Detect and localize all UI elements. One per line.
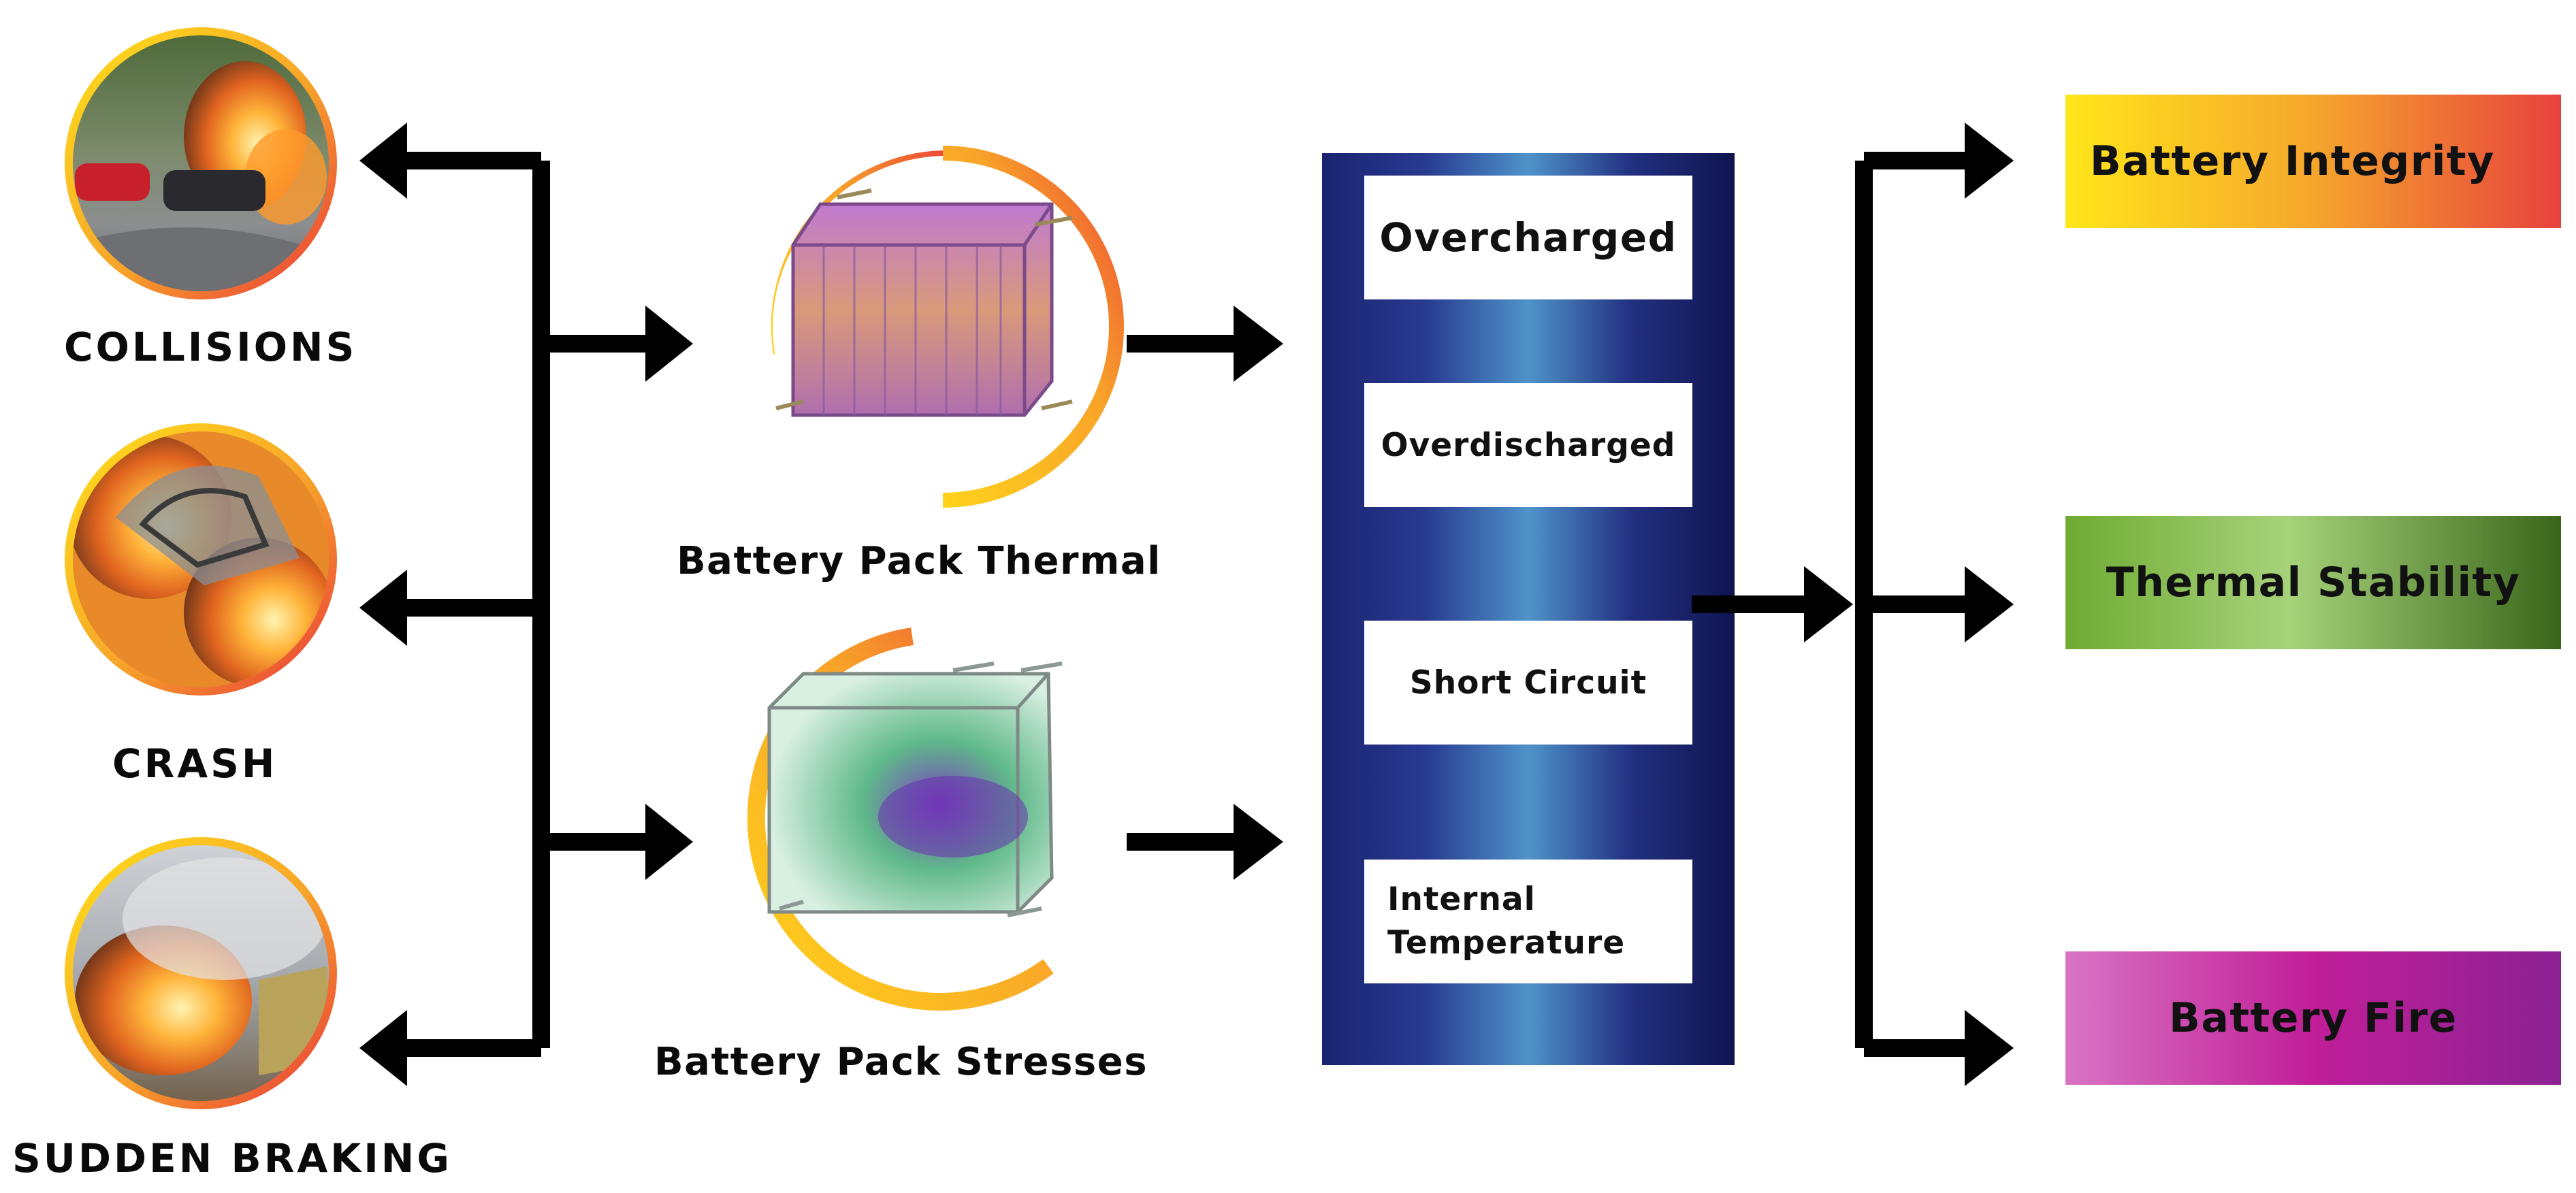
- pack-label-thermal: Battery Pack Thermal: [677, 539, 1161, 583]
- cause-connector-lines: [395, 152, 647, 1057]
- condition-overdischarged: Overdischarged: [1364, 383, 1692, 507]
- condition-short-circuit-label: Short Circuit: [1409, 664, 1647, 702]
- outcome-battery-integrity-label: Battery Integrity: [2090, 137, 2495, 185]
- condition-overcharged-label: Overcharged: [1379, 214, 1677, 261]
- cause-label-collisions: COLLISIONS: [64, 324, 357, 370]
- outcome-battery-fire: Battery Fire: [2065, 951, 2561, 1085]
- outcome-battery-integrity: Battery Integrity: [2065, 95, 2561, 228]
- cause-label-crash: CRASH: [112, 740, 278, 787]
- condition-overcharged: Overcharged: [1364, 176, 1692, 299]
- outcome-box-stability: [2065, 516, 2561, 649]
- condition-overdischarged-label: Overdischarged: [1381, 426, 1676, 464]
- outcome-connector-lines: [1692, 152, 1973, 1057]
- outcome-box-fire: [2065, 951, 2561, 1085]
- braking-photo: [65, 837, 337, 1109]
- pack-label-stresses: Battery Pack Stresses: [654, 1040, 1148, 1084]
- crash-photo: [65, 423, 337, 696]
- outcome-battery-fire-label: Battery Fire: [2169, 994, 2458, 1042]
- battery-pack-thermal-image: [771, 146, 1124, 508]
- condition-internal-temperature-label: Internal Temperature: [1387, 881, 1626, 962]
- cause-arrowheads: [359, 122, 693, 1086]
- outcome-thermal-stability: Thermal Stability: [2065, 516, 2561, 649]
- outcome-thermal-stability-label: Thermal Stability: [2106, 559, 2521, 606]
- battery-pack-stresses-image: [747, 627, 1099, 1011]
- cause-label-sudden-braking: SUDDEN BRAKING: [12, 1135, 452, 1181]
- pack-to-conditions-arrows: [1127, 306, 1283, 880]
- condition-internal-temperature: Internal Temperature: [1364, 860, 1692, 983]
- outcome-box-integrity: [2065, 95, 2561, 228]
- condition-short-circuit: Short Circuit: [1364, 621, 1692, 745]
- collision-photo: [65, 27, 337, 299]
- outcome-arrowheads: [1804, 122, 2014, 1086]
